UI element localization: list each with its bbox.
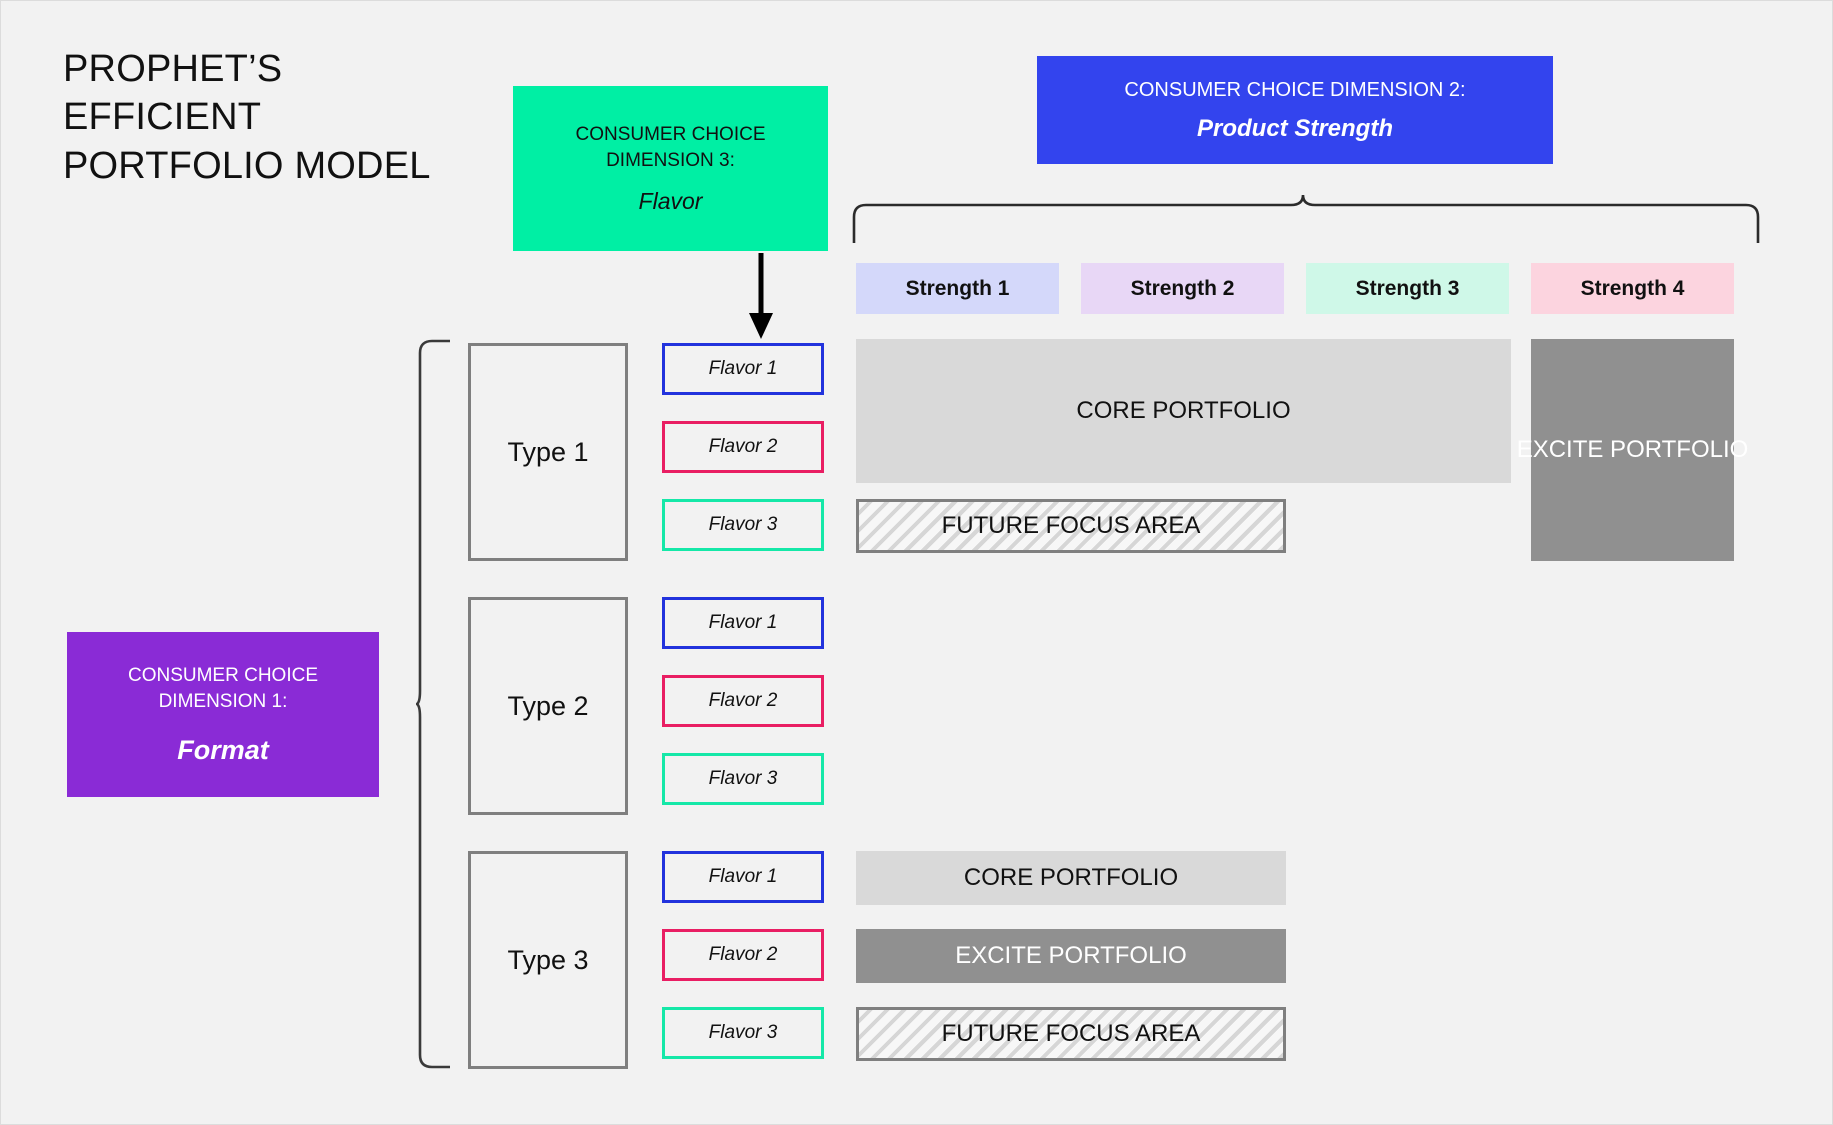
flavor-box-t2-f2-label: Flavor 2 <box>708 690 778 711</box>
flavor-box-t2-f1-label: Flavor 1 <box>708 612 778 633</box>
core-portfolio-block-top[interactable]: CORE PORTFOLIO <box>856 339 1511 483</box>
dimension-3-heading: CONSUMER CHOICE DIMENSION 3: <box>575 123 766 171</box>
excite-portfolio-block-bottom[interactable]: EXCITE PORTFOLIO <box>856 929 1286 983</box>
strength-header-4-label: Strength 4 <box>1580 276 1685 300</box>
flavor-box-t1-f2[interactable]: Flavor 2 <box>662 421 824 473</box>
dimension-2-subtitle: Product Strength <box>1197 114 1393 142</box>
strength-header-3[interactable]: Strength 3 <box>1306 263 1509 314</box>
page-title: PROPHET’S EFFICIENT PORTFOLIO MODEL <box>63 48 431 187</box>
flavor-box-t3-f3[interactable]: Flavor 3 <box>662 1007 824 1059</box>
flavor-box-t3-f1-label: Flavor 1 <box>708 866 778 887</box>
flavor-box-t2-f1[interactable]: Flavor 1 <box>662 597 824 649</box>
dimension-1-subtitle: Format <box>177 735 269 766</box>
core-portfolio-block-bottom-label: CORE PORTFOLIO <box>963 864 1179 891</box>
excite-portfolio-block-top-label: EXCITE PORTFOLIO <box>1516 436 1749 463</box>
strength-header-2-label: Strength 2 <box>1130 276 1235 300</box>
future-focus-area-block-bottom[interactable]: FUTURE FOCUS AREA <box>856 1007 1286 1061</box>
flavor-box-t3-f3-label: Flavor 3 <box>708 1022 778 1043</box>
future-focus-area-block-bottom-label: FUTURE FOCUS AREA <box>941 1020 1201 1047</box>
strength-header-3-label: Strength 3 <box>1355 276 1460 300</box>
strength-header-1-label: Strength 1 <box>905 276 1010 300</box>
dimension-3-subtitle: Flavor <box>638 188 703 215</box>
flavor-box-t2-f3-label: Flavor 3 <box>708 768 778 789</box>
strength-header-2[interactable]: Strength 2 <box>1081 263 1284 314</box>
type-box-1-label: Type 1 <box>507 436 589 467</box>
excite-portfolio-block-top[interactable]: EXCITE PORTFOLIO <box>1517 339 1748 561</box>
flavor-box-t3-f2[interactable]: Flavor 2 <box>662 929 824 981</box>
type-box-2[interactable]: Type 2 <box>468 597 628 815</box>
flavor-box-t1-f1[interactable]: Flavor 1 <box>662 343 824 395</box>
strength-group-brace-icon <box>852 194 1760 243</box>
type-box-3[interactable]: Type 3 <box>468 851 628 1069</box>
dimension-2-heading: CONSUMER CHOICE DIMENSION 2: <box>1124 79 1466 102</box>
flavor-box-t1-f3[interactable]: Flavor 3 <box>662 499 824 551</box>
flavor-box-t2-f2[interactable]: Flavor 2 <box>662 675 824 727</box>
flavor-box-t2-f3[interactable]: Flavor 3 <box>662 753 824 805</box>
dimension-1-format-box[interactable]: CONSUMER CHOICE DIMENSION 1: Format <box>67 632 379 797</box>
strength-header-1[interactable]: Strength 1 <box>856 263 1059 314</box>
dimension-2-product-strength-box[interactable]: CONSUMER CHOICE DIMENSION 2: Product Str… <box>1037 56 1553 164</box>
flavor-box-t3-f2-label: Flavor 2 <box>708 944 778 965</box>
down-arrow-icon <box>749 253 773 339</box>
excite-portfolio-block-bottom-label: EXCITE PORTFOLIO <box>955 942 1187 969</box>
future-focus-area-block-top-label: FUTURE FOCUS AREA <box>941 512 1201 539</box>
flavor-box-t3-f1[interactable]: Flavor 1 <box>662 851 824 903</box>
strength-header-4[interactable]: Strength 4 <box>1531 263 1734 314</box>
future-focus-area-block-top[interactable]: FUTURE FOCUS AREA <box>856 499 1286 553</box>
type-box-2-label: Type 2 <box>507 690 589 721</box>
format-group-brace-icon <box>416 339 450 1069</box>
flavor-box-t1-f2-label: Flavor 2 <box>708 436 778 457</box>
type-box-1[interactable]: Type 1 <box>468 343 628 561</box>
dimension-1-heading: CONSUMER CHOICE DIMENSION 1: <box>127 664 318 712</box>
dimension-3-flavor-box[interactable]: CONSUMER CHOICE DIMENSION 3: Flavor <box>513 86 828 251</box>
core-portfolio-block-bottom[interactable]: CORE PORTFOLIO <box>856 851 1286 905</box>
flavor-box-t1-f1-label: Flavor 1 <box>708 358 778 379</box>
core-portfolio-block-top-label: CORE PORTFOLIO <box>1076 397 1291 424</box>
flavor-box-t1-f3-label: Flavor 3 <box>708 514 778 535</box>
type-box-3-label: Type 3 <box>507 944 589 975</box>
